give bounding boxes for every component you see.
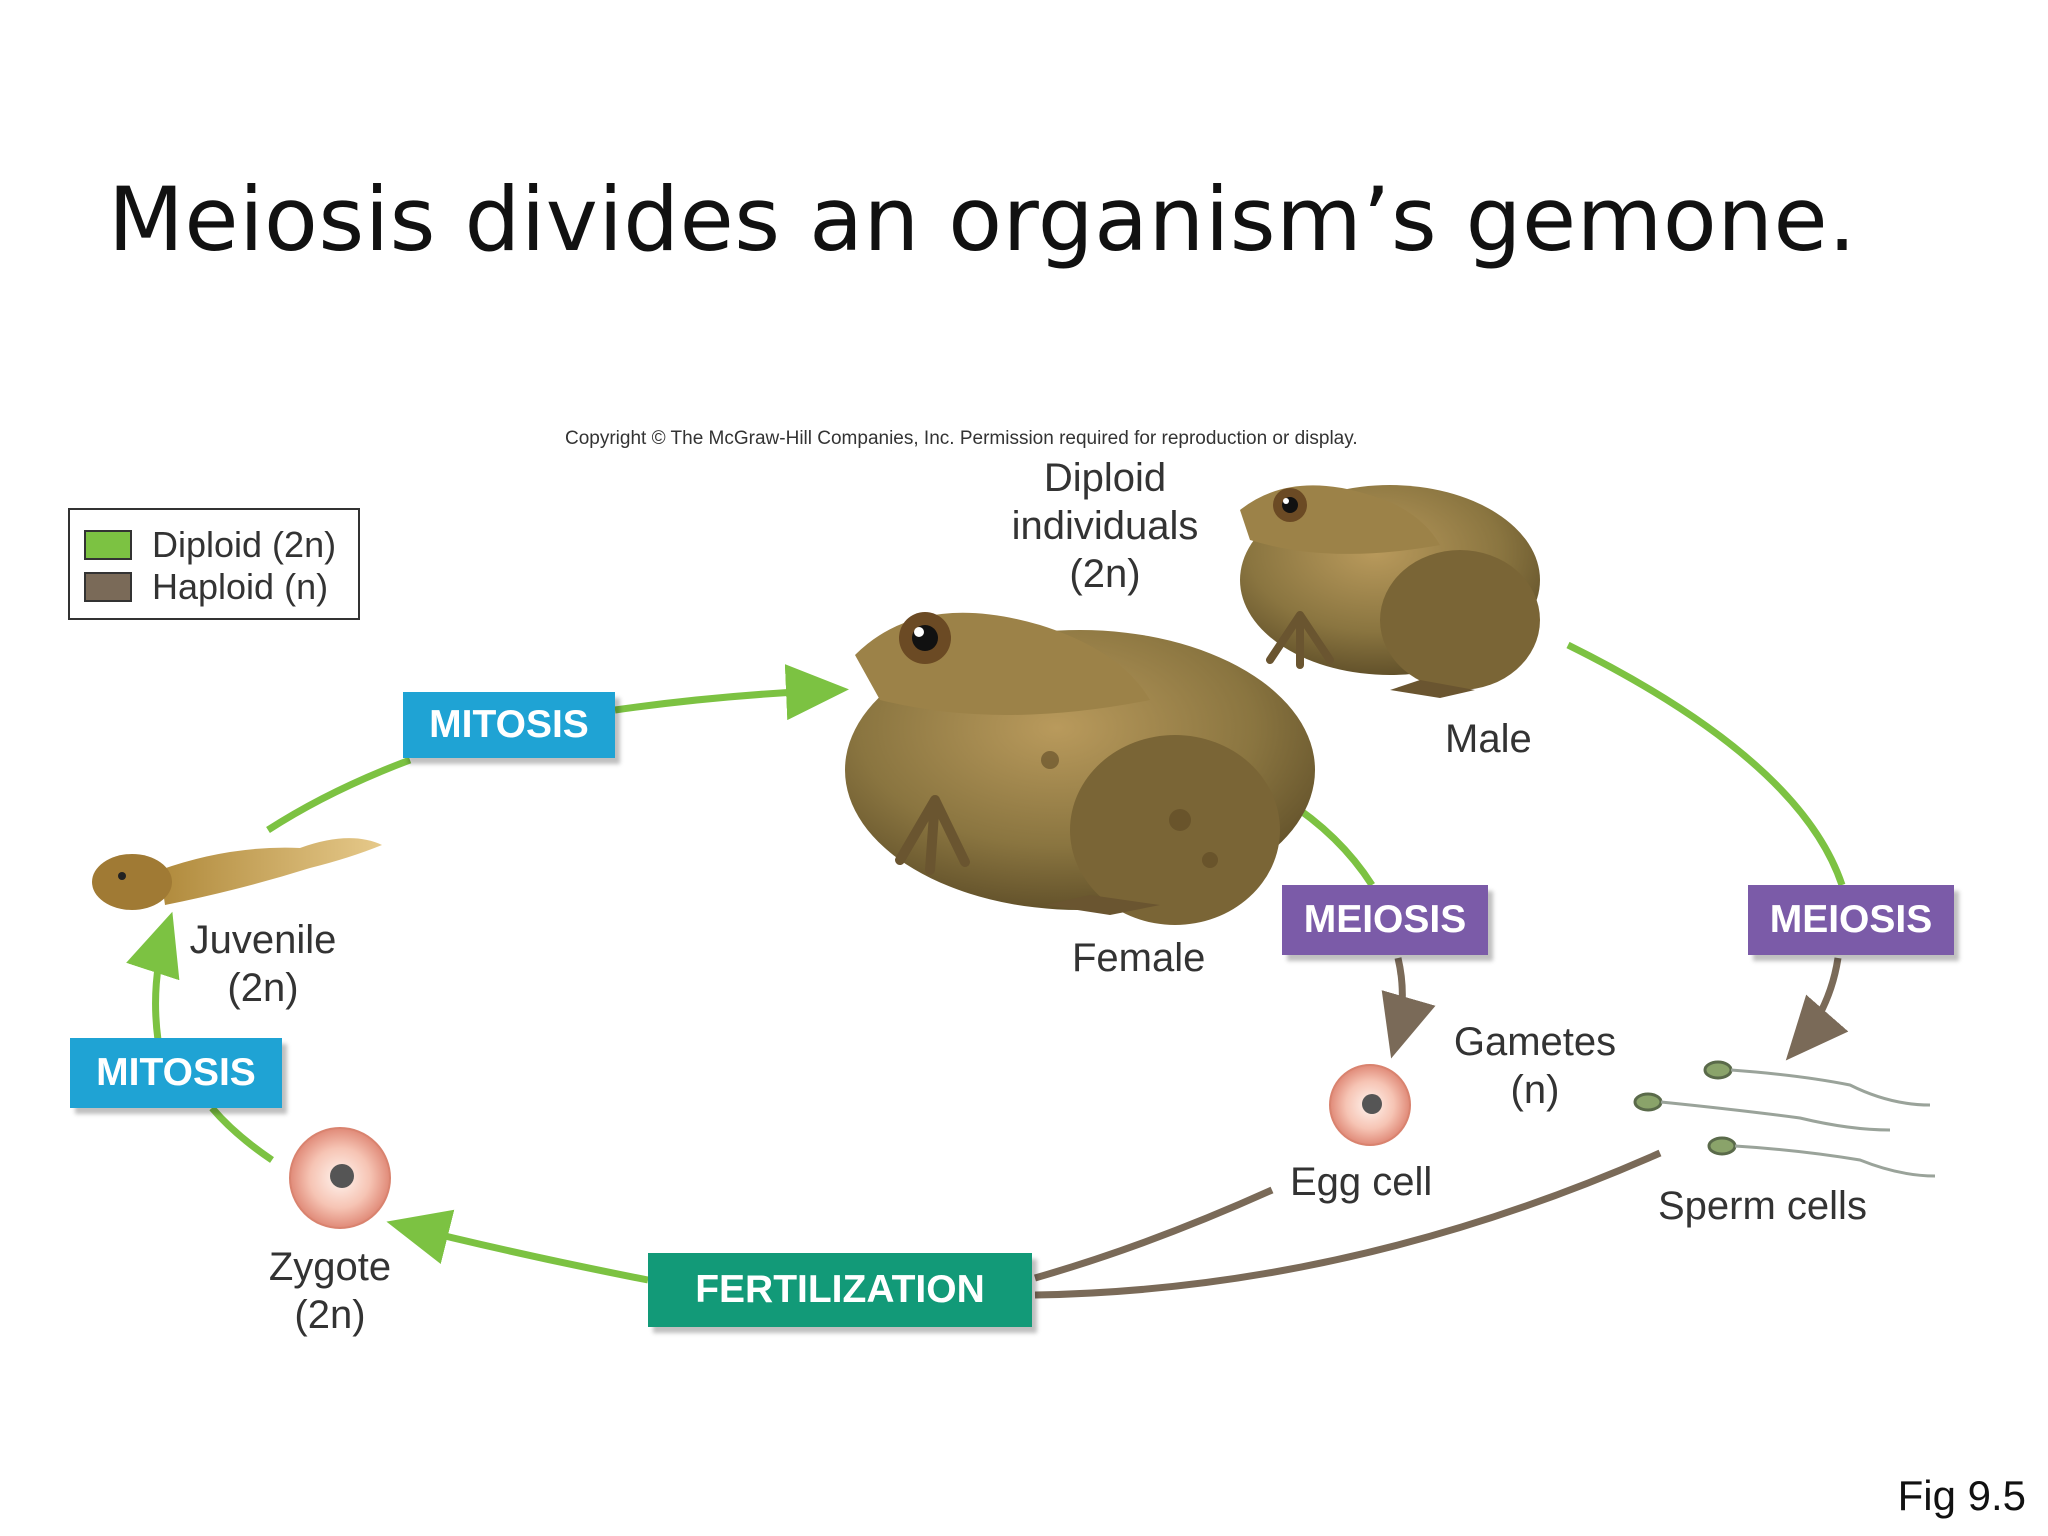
legend-item-haploid: Haploid (n)	[84, 566, 328, 608]
label-egg-cell: Egg cell	[1290, 1160, 1433, 1204]
meiosis-box-male: MEIOSIS	[1748, 885, 1954, 955]
tadpole-illustration	[92, 838, 382, 910]
label-sperm-cells: Sperm cells	[1658, 1184, 1867, 1228]
label-zygote: Zygote (2n)	[268, 1245, 392, 1337]
arrow-fertilization-to-zygote	[386, 1209, 649, 1284]
female-frog-illustration	[845, 612, 1315, 925]
legend-label-diploid: Diploid (2n)	[152, 524, 337, 565]
label-male: Male	[1445, 717, 1532, 761]
arrow-zygote-to-mitosis	[209, 1105, 274, 1163]
slide-title: Meiosis divides an organism’s gemone.	[108, 168, 1857, 271]
arrow-sperm-to-fertilization	[1034, 1149, 1662, 1299]
zygote-illustration	[289, 1127, 391, 1229]
arrow-mitosis-to-juvenile	[126, 911, 180, 1041]
male-frog-illustration	[1240, 485, 1540, 698]
egg-cell-illustration	[1329, 1064, 1411, 1146]
label-female: Female	[1072, 936, 1206, 980]
legend-label-haploid: Haploid (n)	[152, 566, 329, 607]
fertilization-box: FERTILIZATION	[648, 1253, 1032, 1327]
copyright-notice: Copyright © The McGraw-Hill Companies, I…	[565, 428, 1358, 449]
mitosis-box-left: MITOSIS	[70, 1038, 282, 1108]
mitosis-box-top: MITOSIS	[403, 692, 615, 758]
figure-number: Fig 9.5	[1897, 1472, 2026, 1519]
arrow-male-to-meiosis	[1566, 641, 1846, 887]
haploid-swatch	[84, 572, 132, 602]
legend-item-diploid: Diploid (2n)	[84, 524, 336, 566]
arrow-mitosis-to-female	[614, 664, 849, 721]
arrow-meiosis-to-egg	[1381, 957, 1436, 1059]
legend: Diploid (2n) Haploid (n)	[68, 508, 360, 620]
label-gametes: Gametes (n)	[1453, 1020, 1617, 1112]
label-juvenile: Juvenile (2n)	[189, 918, 337, 1010]
label-diploid-individuals: Diploid individuals (2n)	[1011, 456, 1199, 596]
sperm-cells-illustration	[1633, 1060, 1936, 1178]
arrow-egg-to-fertilization	[1034, 1186, 1274, 1282]
arrow-meiosis-to-sperm	[1785, 957, 1849, 1061]
arrow-juvenile-to-mitosis	[266, 756, 412, 833]
diploid-swatch	[84, 530, 132, 560]
meiosis-box-female: MEIOSIS	[1282, 885, 1488, 955]
